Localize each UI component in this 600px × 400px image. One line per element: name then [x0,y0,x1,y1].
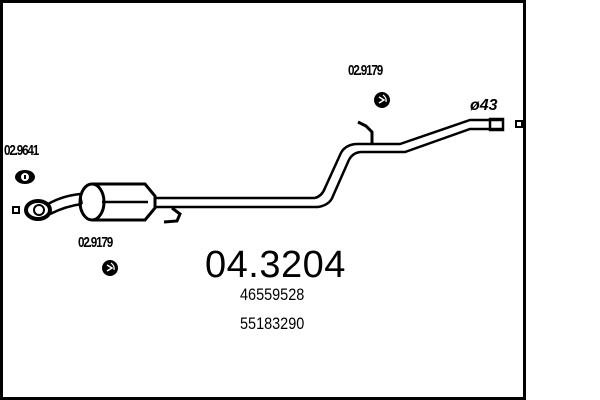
middle-pipe [155,142,363,209]
oem-number-1: 46559528 [240,285,305,304]
main-part-number: 04.3204 [205,244,346,286]
hanger-bracket-rear [357,120,374,143]
front-flange [12,199,52,221]
rubber-mount-ring-icon [102,260,118,276]
catalytic-converter [78,182,157,222]
diagram-frame [0,0,526,400]
flange-gasket-icon [15,170,35,184]
rubber-mount-ring-icon [374,92,390,108]
rear-pipe [356,118,502,154]
pipe-end-socket [488,117,523,132]
front-pipe [47,192,83,216]
callout-label-left: 02.9641 [4,142,39,159]
oem-number-2: 55183290 [240,314,305,333]
pipe-diameter-label: ø43 [470,97,498,114]
callout-label-bottom-left: 02.9179 [78,234,113,251]
hanger-bracket-front [163,206,182,224]
callout-label-top-right: 02.9179 [348,62,383,79]
